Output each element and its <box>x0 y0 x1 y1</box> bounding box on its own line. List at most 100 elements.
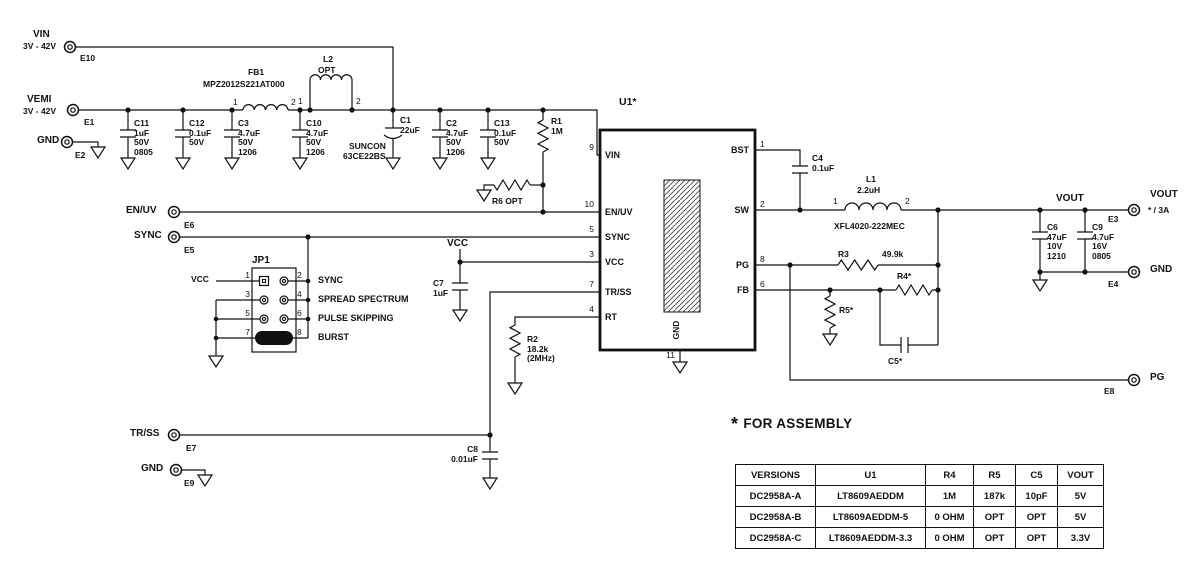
terminal-e1 <box>66 103 80 117</box>
u1-pin-num-6: 6 <box>760 279 765 289</box>
col-versions: VERSIONS <box>735 464 816 486</box>
label-c1-mfr: SUNCON <box>349 141 386 151</box>
u1-pin-sync: SYNC <box>605 232 631 242</box>
assembly-note: *FOR ASSEMBLY <box>731 414 852 435</box>
jp1-pin-num: 1 <box>245 270 250 280</box>
u1-pin-pg: PG <box>735 260 749 270</box>
label-vcc: VCC <box>447 238 469 249</box>
col-u1: U1 <box>815 464 926 486</box>
terminal-e6 <box>167 205 181 219</box>
label-u1: U1* <box>619 96 637 108</box>
jp1-shunt-burst <box>255 331 293 345</box>
u1-ic-body <box>598 128 757 352</box>
jp1-pin-1 <box>258 275 270 287</box>
label-pg: PG <box>1150 372 1165 383</box>
u1-pin-num-7: 7 <box>589 279 594 289</box>
label-c1-value: 22uF <box>400 125 420 135</box>
label-fb1: FB1 <box>248 67 265 77</box>
u1-pin-num-4: 4 <box>589 304 594 314</box>
u1-pin-sw: SW <box>734 205 750 215</box>
u1-pin-num-3: 3 <box>589 249 594 259</box>
wires <box>73 46 1128 491</box>
label-c5: C5* <box>888 356 903 366</box>
label-r4: R4* <box>897 271 912 281</box>
label-l1-value: 2.2uH <box>857 185 881 195</box>
jp1-row-burst: BURST <box>318 332 349 342</box>
label-e4: E4 <box>1108 279 1119 289</box>
label-e7: E7 <box>186 443 197 453</box>
label-c1: C1 <box>400 115 411 125</box>
u1-pin-trss: TR/SS <box>605 287 632 297</box>
label-e9: E9 <box>184 478 195 488</box>
jp1-row-spread-spectrum: SPREAD SPECTRUM <box>318 294 409 304</box>
jp1-pin-num: 5 <box>245 308 250 318</box>
label-e10: E10 <box>80 53 96 63</box>
u1-pin-num-9: 9 <box>589 142 594 152</box>
jp1-pin-num: 7 <box>245 327 250 337</box>
col-r4: R4 <box>925 464 974 486</box>
label-c1-part: 63CE22BS <box>343 151 386 161</box>
terminal-e3 <box>1127 203 1141 217</box>
terminal-e10 <box>63 40 77 54</box>
jp1-pin-num: 6 <box>297 308 302 318</box>
label-vemi: VEMI <box>27 94 52 105</box>
label-vin: VIN <box>33 29 50 40</box>
label-enuv: EN/UV <box>126 205 157 216</box>
u1-pin-rt: RT <box>605 312 617 322</box>
terminals <box>60 40 1141 477</box>
u1-pin-num-8: 8 <box>760 254 765 264</box>
label-sync: SYNC <box>134 230 162 241</box>
u1-pin-gnd: GND <box>671 320 681 340</box>
assembly-note-text: FOR ASSEMBLY <box>743 416 853 431</box>
label-jp1-vcc: VCC <box>191 274 209 284</box>
jp1-pin-num: 2 <box>297 270 302 280</box>
label-jp1: JP1 <box>252 255 270 266</box>
label-vout-sub: * / 3A <box>1148 205 1170 215</box>
u1-pin-bst: BST <box>731 145 749 155</box>
terminal-e9 <box>169 463 183 477</box>
u1-pin-num-2: 2 <box>760 199 765 209</box>
label-vout-rail: VOUT <box>1056 193 1084 204</box>
u1-pin-num-1: 1 <box>760 139 765 149</box>
label-r3: R3 <box>838 249 849 259</box>
terminal-e7 <box>167 428 181 442</box>
col-vout: VOUT <box>1057 464 1104 486</box>
label-fb1-pin2: 2 <box>291 97 296 107</box>
col-c5: C5 <box>1015 464 1058 486</box>
u1-pin-vin: VIN <box>605 150 621 160</box>
label-e3: E3 <box>1108 214 1119 224</box>
jp1-pin-num: 4 <box>297 289 302 299</box>
u1-pin-vcc: VCC <box>605 257 625 267</box>
label-r6: R6 OPT <box>492 196 523 206</box>
label-vout: VOUT <box>1150 189 1178 200</box>
label-trss: TR/SS <box>130 428 160 439</box>
label-gnd-e2: GND <box>37 135 60 146</box>
col-r5: R5 <box>973 464 1016 486</box>
label-vin-range: 3V - 42V <box>23 41 57 51</box>
label-l1-pin1: 1 <box>833 196 838 206</box>
u1-pin-num-10: 10 <box>584 199 594 209</box>
label-r5: R5* <box>839 305 854 315</box>
label-e6: E6 <box>184 220 195 230</box>
label-l2-opt: OPT <box>318 65 336 75</box>
label-gnd-e4: GND <box>1150 264 1173 275</box>
label-l2-pin1: 1 <box>298 96 303 106</box>
label-e1: E1 <box>84 117 95 127</box>
jp1-pin-num: 3 <box>245 289 250 299</box>
label-fb1-pin1: 1 <box>233 97 238 107</box>
jp1-pin-num: 8 <box>297 327 302 337</box>
terminal-e2 <box>60 135 74 149</box>
label-l2: L2 <box>323 54 333 64</box>
